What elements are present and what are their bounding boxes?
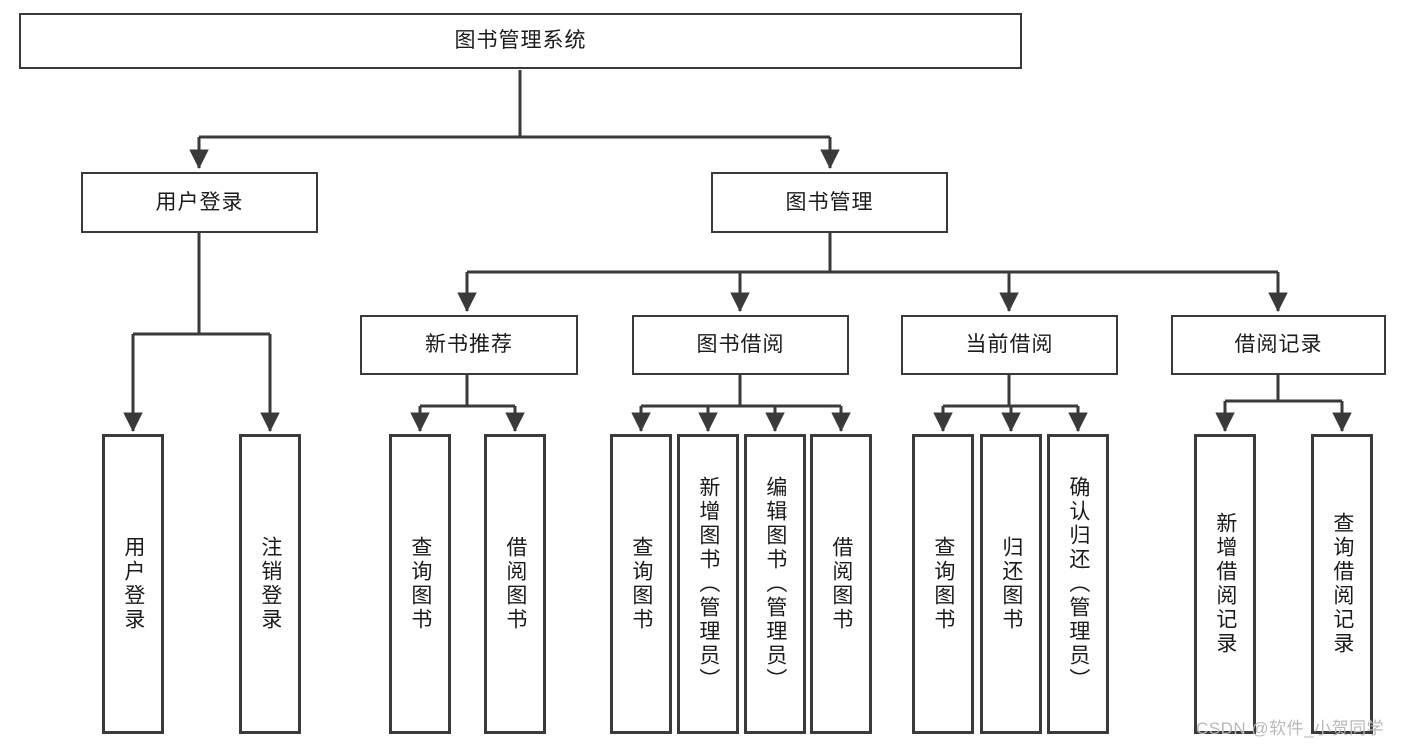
node-current-borrow[interactable]: 当前借阅 <box>901 315 1118 375</box>
node-book-borrow[interactable]: 图书借阅 <box>632 315 849 375</box>
leaf-label: 归还图书 <box>999 536 1023 632</box>
leaf-label: 查询图书 <box>931 536 955 632</box>
node-current-borrow-label: 当前借阅 <box>965 333 1054 357</box>
leaf-book-borrow-4[interactable]: 借阅图书 <box>810 434 872 734</box>
node-new-book-recommend-label: 新书推荐 <box>425 333 513 357</box>
node-user-login[interactable]: 用户登录 <box>81 172 318 233</box>
leaf-label: 新增图书（管理员） <box>696 476 720 692</box>
leaf-user-login-1[interactable]: 用户登录 <box>102 434 164 734</box>
node-new-book-recommend[interactable]: 新书推荐 <box>360 315 578 375</box>
leaf-new-book-2[interactable]: 借阅图书 <box>484 434 546 734</box>
leaf-book-borrow-3[interactable]: 编辑图书（管理员） <box>744 434 806 734</box>
node-root[interactable]: 图书管理系统 <box>19 13 1022 69</box>
leaf-current-borrow-2[interactable]: 归还图书 <box>980 434 1042 734</box>
leaf-new-book-1[interactable]: 查询图书 <box>389 434 451 734</box>
leaf-label: 借阅图书 <box>503 536 527 632</box>
watermark-text: CSDN @软件_小贺同学 <box>1196 719 1385 738</box>
leaf-label: 编辑图书（管理员） <box>763 476 787 692</box>
leaf-book-borrow-1[interactable]: 查询图书 <box>610 434 672 734</box>
leaf-current-borrow-1[interactable]: 查询图书 <box>912 434 974 734</box>
leaf-label: 注销登录 <box>258 536 282 632</box>
node-borrow-record-label: 借阅记录 <box>1234 333 1323 357</box>
leaf-label: 新增借阅记录 <box>1213 512 1237 656</box>
leaf-label: 确认归还（管理员） <box>1066 476 1090 692</box>
leaf-label: 查询图书 <box>408 536 432 632</box>
leaf-label: 借阅图书 <box>829 536 853 632</box>
leaf-label: 查询图书 <box>629 536 653 632</box>
node-borrow-record[interactable]: 借阅记录 <box>1171 315 1386 375</box>
leaf-borrow-record-1[interactable]: 新增借阅记录 <box>1194 434 1256 734</box>
leaf-current-borrow-3[interactable]: 确认归还（管理员） <box>1047 434 1109 734</box>
node-book-manage-label: 图书管理 <box>785 190 874 214</box>
leaf-book-borrow-2[interactable]: 新增图书（管理员） <box>677 434 739 734</box>
node-root-label: 图书管理系统 <box>454 29 587 53</box>
leaf-label: 用户登录 <box>121 536 145 632</box>
leaf-user-login-2[interactable]: 注销登录 <box>239 434 301 734</box>
leaf-borrow-record-2[interactable]: 查询借阅记录 <box>1311 434 1373 734</box>
node-book-manage[interactable]: 图书管理 <box>711 172 948 233</box>
leaf-label: 查询借阅记录 <box>1330 512 1354 656</box>
node-book-borrow-label: 图书借阅 <box>696 333 785 357</box>
node-user-login-label: 用户登录 <box>155 190 244 214</box>
